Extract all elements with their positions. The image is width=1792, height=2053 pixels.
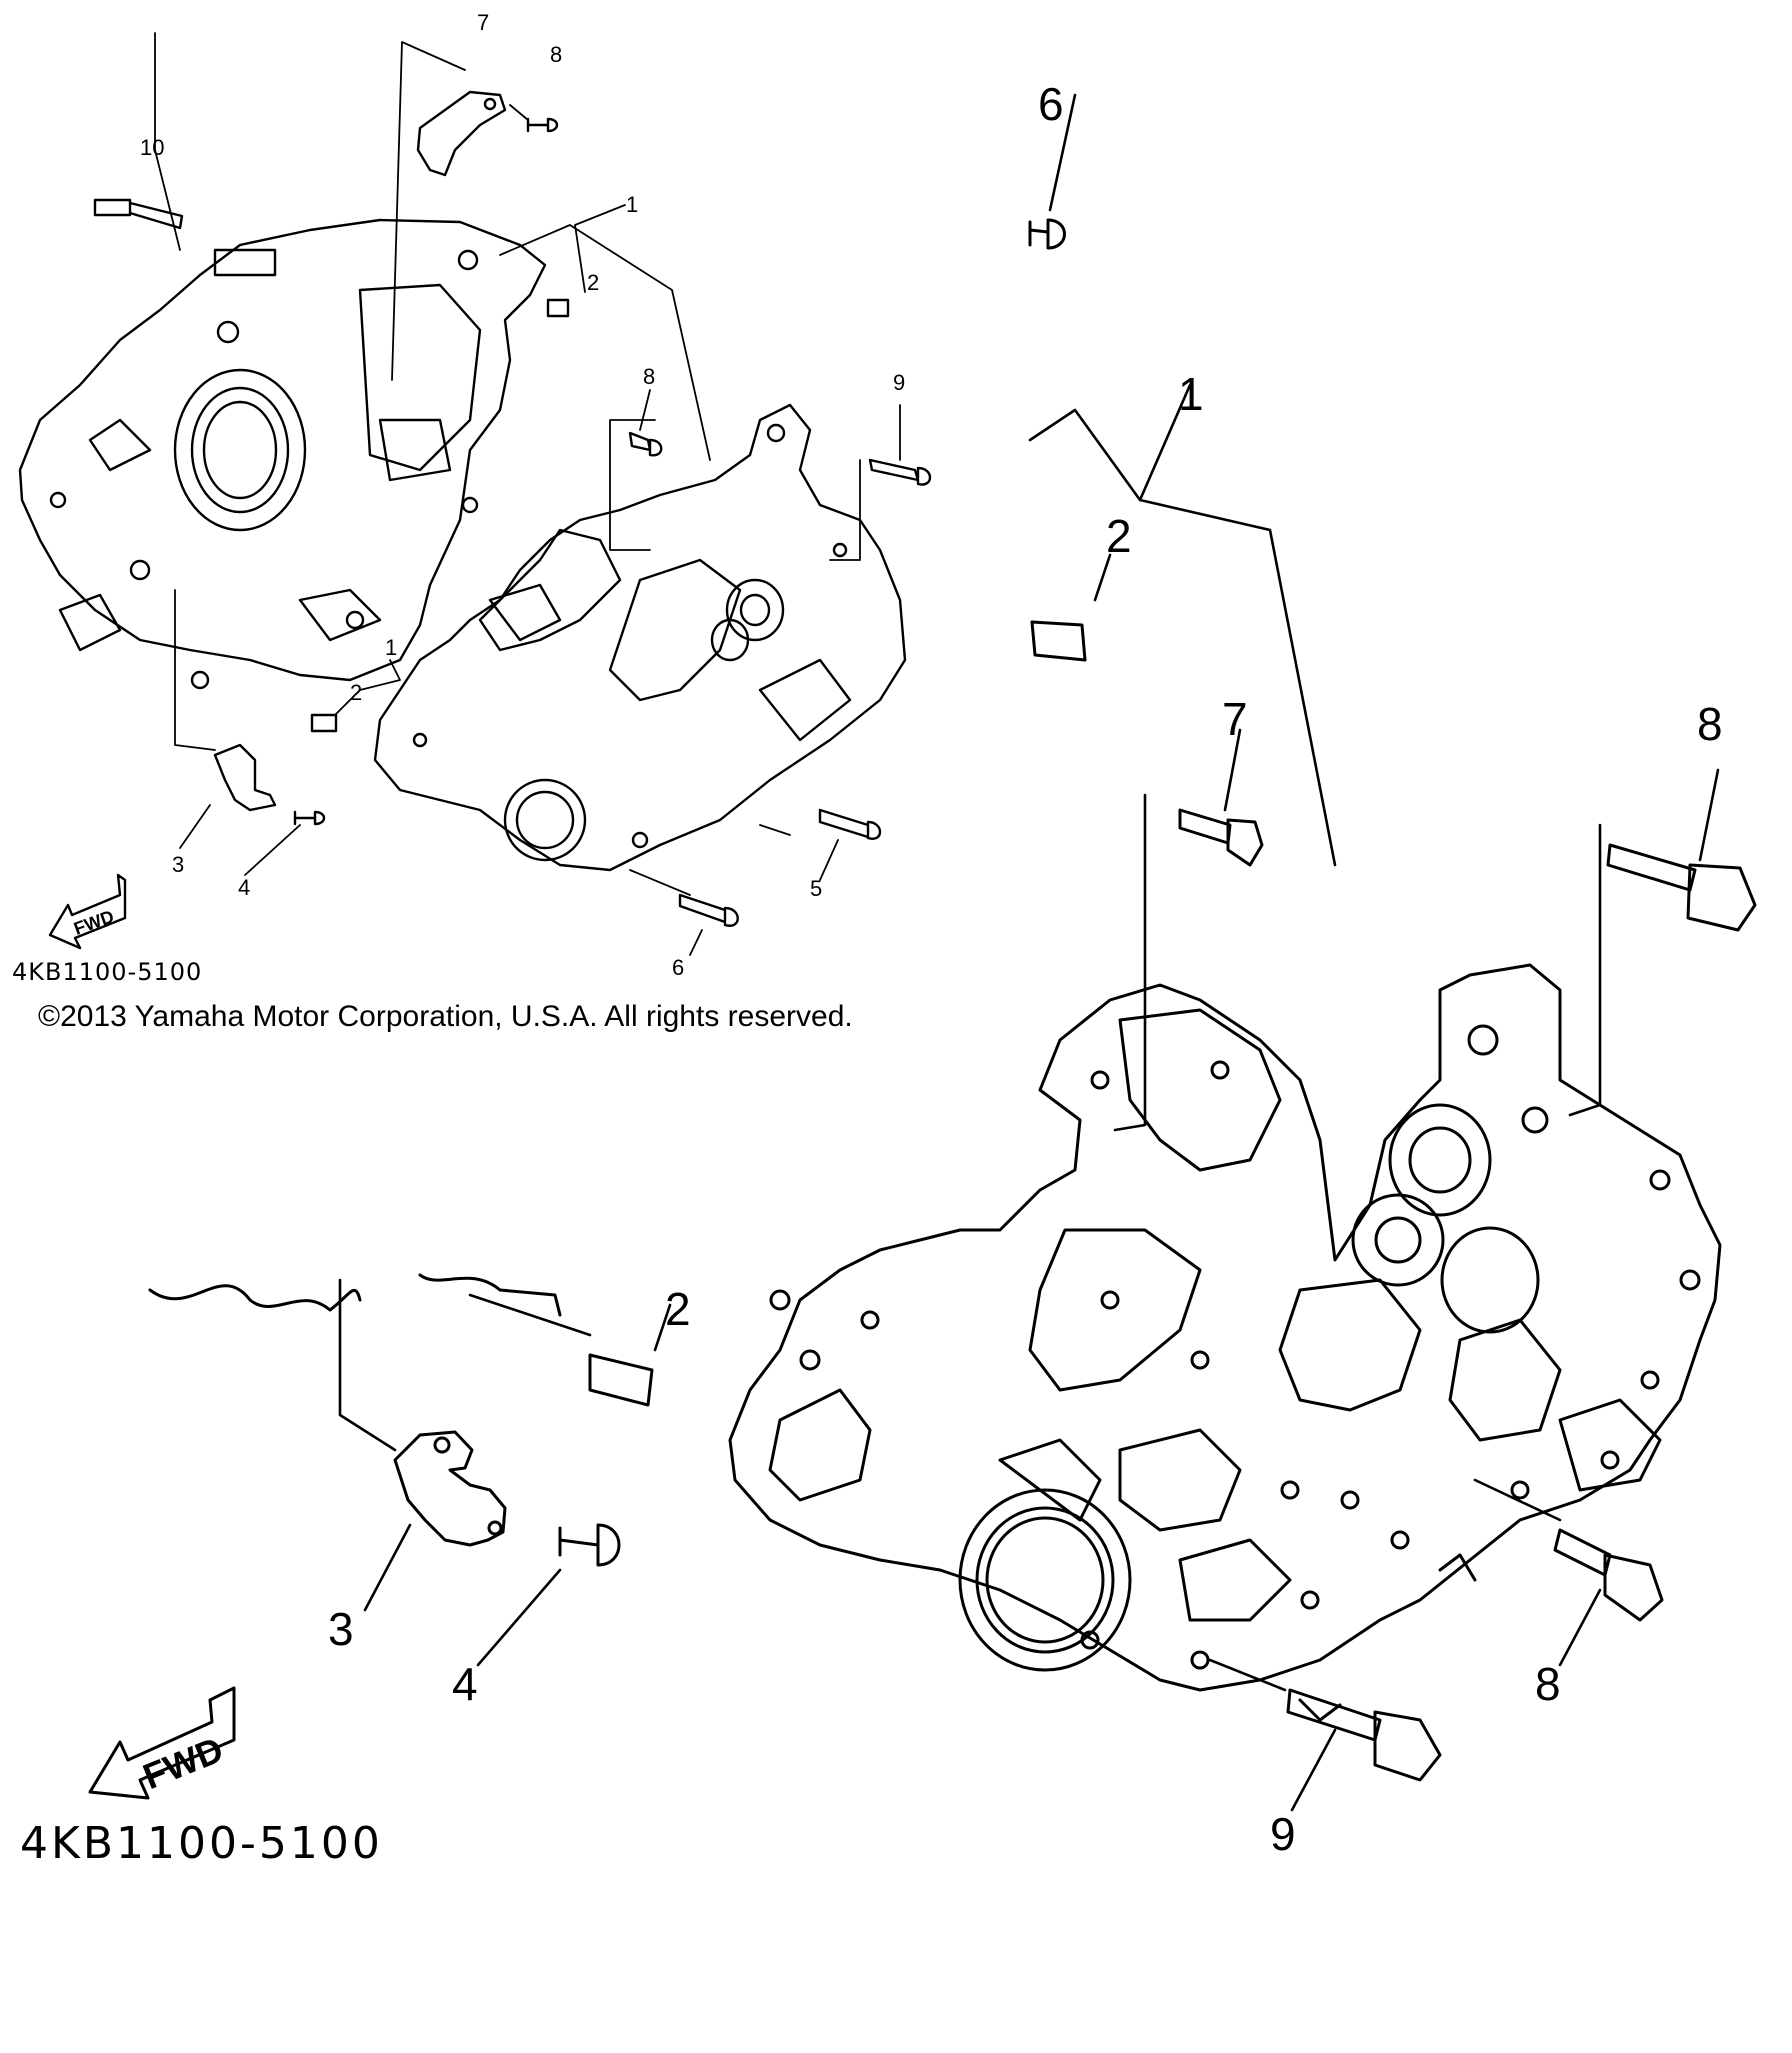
fwd-label-small: FWD: [71, 906, 116, 939]
svg-text:3: 3: [172, 852, 184, 877]
svg-text:5: 5: [810, 876, 822, 901]
svg-text:6: 6: [672, 955, 684, 980]
fwd-label-large: FWD: [137, 1728, 228, 1797]
svg-text:10: 10: [140, 135, 164, 160]
svg-text:2: 2: [350, 680, 362, 705]
overview-callout-numbers: 7 8 10 1 2 8 9 1 2 3 4 5 6: [140, 10, 905, 980]
overview-leader-lines: [154, 32, 901, 956]
left-crankcase-fragment: [148, 1273, 562, 1317]
svg-text:2: 2: [587, 270, 599, 295]
part-number-small: 4KB1100-5100: [12, 958, 203, 986]
svg-text:6: 6: [1038, 78, 1064, 130]
detail-callout-numbers: 6 1 2 7 8 2 3 4 8 9: [328, 78, 1723, 1860]
left-crankcase-half: [18, 218, 547, 690]
fwd-arrow-large: [88, 1686, 236, 1800]
svg-text:9: 9: [1270, 1808, 1296, 1860]
svg-text:1: 1: [385, 635, 397, 660]
fwd-arrow-small: [48, 873, 127, 950]
svg-text:8: 8: [643, 364, 655, 389]
svg-text:1: 1: [1178, 368, 1204, 420]
svg-text:8: 8: [550, 42, 562, 67]
svg-text:2: 2: [1106, 510, 1132, 562]
svg-text:2: 2: [665, 1283, 691, 1335]
svg-text:FWD: FWD: [137, 1728, 228, 1797]
svg-text:4: 4: [452, 1658, 478, 1710]
detail-leader-lines: [338, 93, 1720, 1812]
svg-text:4: 4: [238, 875, 250, 900]
right-crankcase-half-small: [373, 403, 907, 872]
overview-small-parts: [93, 90, 932, 927]
svg-text:FWD: FWD: [71, 906, 116, 939]
right-crankcase-half-large: [728, 963, 1722, 1722]
svg-text:8: 8: [1535, 1658, 1561, 1710]
svg-text:7: 7: [1222, 693, 1248, 745]
part-number-large: 4KB1100-5100: [20, 1818, 383, 1869]
svg-text:8: 8: [1697, 698, 1723, 750]
svg-text:7: 7: [477, 10, 489, 35]
svg-text:9: 9: [893, 370, 905, 395]
copyright-notice: ©2013 Yamaha Motor Corporation, U.S.A. A…: [38, 1000, 853, 1033]
svg-text:1: 1: [626, 192, 638, 217]
svg-text:3: 3: [328, 1603, 354, 1655]
detail-small-parts: [393, 218, 1757, 1782]
